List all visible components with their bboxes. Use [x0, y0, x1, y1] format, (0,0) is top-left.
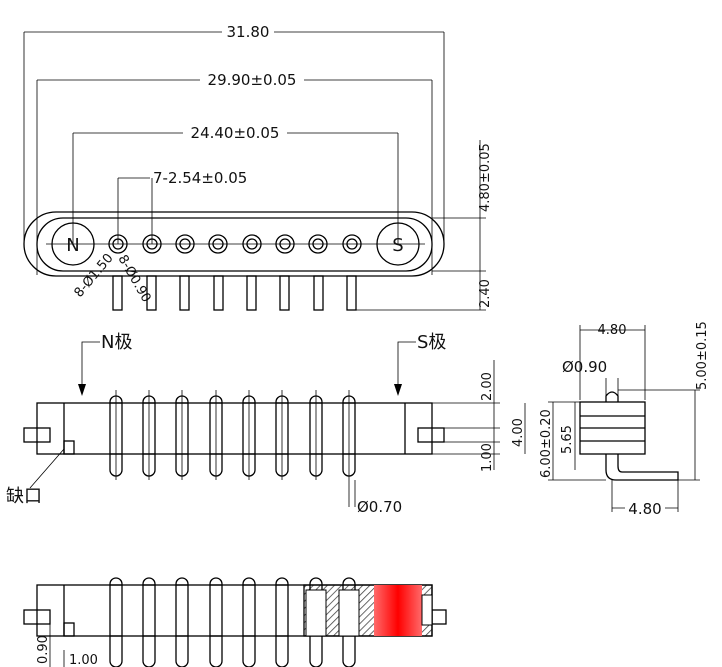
section-view: 0.90 1.00 [23, 577, 447, 667]
hole-diameter-label: 8-Ø0.90 [115, 253, 154, 306]
notch-leader [29, 448, 65, 489]
front-right-tab [417, 427, 445, 443]
section-090-label: 0.90 [36, 635, 51, 664]
dim-text-magnet-pitch: 24.40±0.05 [191, 124, 280, 142]
side-pin-top [605, 391, 619, 402]
front-body [36, 402, 433, 455]
dim-text-100: 1.00 [480, 443, 495, 472]
n-pole-label: N极 [101, 332, 132, 353]
dim-overall-length: 31.80 [23, 22, 445, 244]
connector-body [23, 211, 445, 277]
dim-text-height: 4.80±0.05 [478, 143, 493, 212]
pins-top-view [112, 275, 357, 311]
section-magnet-highlight [374, 585, 422, 636]
side-view: 4.80 Ø0.90 5.00±0.15 6.00±0.20 5.65 4.80 [539, 321, 710, 518]
side-width-bottom: 4.80 [628, 500, 661, 518]
magnet-n-label: N [66, 235, 79, 256]
dim-text-200: 2.00 [480, 372, 495, 401]
side-565-label: 5.65 [560, 425, 575, 454]
magnet-s [376, 222, 420, 266]
side-height-label: 5.00±0.15 [695, 321, 710, 390]
section-100-label: 1.00 [69, 653, 98, 667]
front-pins [109, 390, 356, 480]
dim-text-400: 4.00 [511, 418, 526, 447]
dim-text-pin-length: 2.40 [478, 279, 493, 308]
side-pin-bent [605, 454, 679, 481]
side-pin-diameter: Ø0.90 [562, 358, 607, 376]
front-side-dims: 2.00 4.00 1.00 [405, 360, 526, 472]
magnet-s-label: S [392, 235, 403, 256]
dim-text-pin-pitch: 7-2.54±0.05 [153, 169, 247, 187]
front-left-tab [23, 427, 51, 443]
connector-body-inner [36, 217, 433, 272]
dim-text-overall: 31.80 [227, 23, 270, 41]
magnet-n [51, 222, 95, 266]
dim-body-length: 29.90±0.05 [36, 70, 433, 275]
dim-pin-length-top: 2.40 [356, 279, 493, 311]
s-pole-label: S极 [417, 332, 446, 353]
dim-height-top: 4.80±0.05 [432, 140, 493, 310]
n-pole-leader [81, 341, 100, 390]
dim-pin-pitch: 7-2.54±0.05 [117, 169, 247, 244]
section-pins [109, 577, 360, 667]
dim-magnet-pitch: 24.40±0.05 [72, 123, 399, 244]
side-600-label: 6.00±0.20 [539, 409, 554, 478]
front-view: N极 S极 缺口 Ø0.70 [6, 332, 526, 516]
side-width-top: 4.80 [598, 323, 627, 338]
notch-label: 缺口 [6, 486, 42, 507]
dim-text-body: 29.90±0.05 [208, 71, 297, 89]
pin-diameter-label: Ø0.70 [357, 498, 402, 516]
s-pole-leader [397, 341, 416, 390]
notch [63, 440, 75, 455]
pads [108, 234, 362, 254]
top-view: 31.80 29.90±0.05 24.40±0.05 7-2.54±0.05 [23, 22, 493, 311]
